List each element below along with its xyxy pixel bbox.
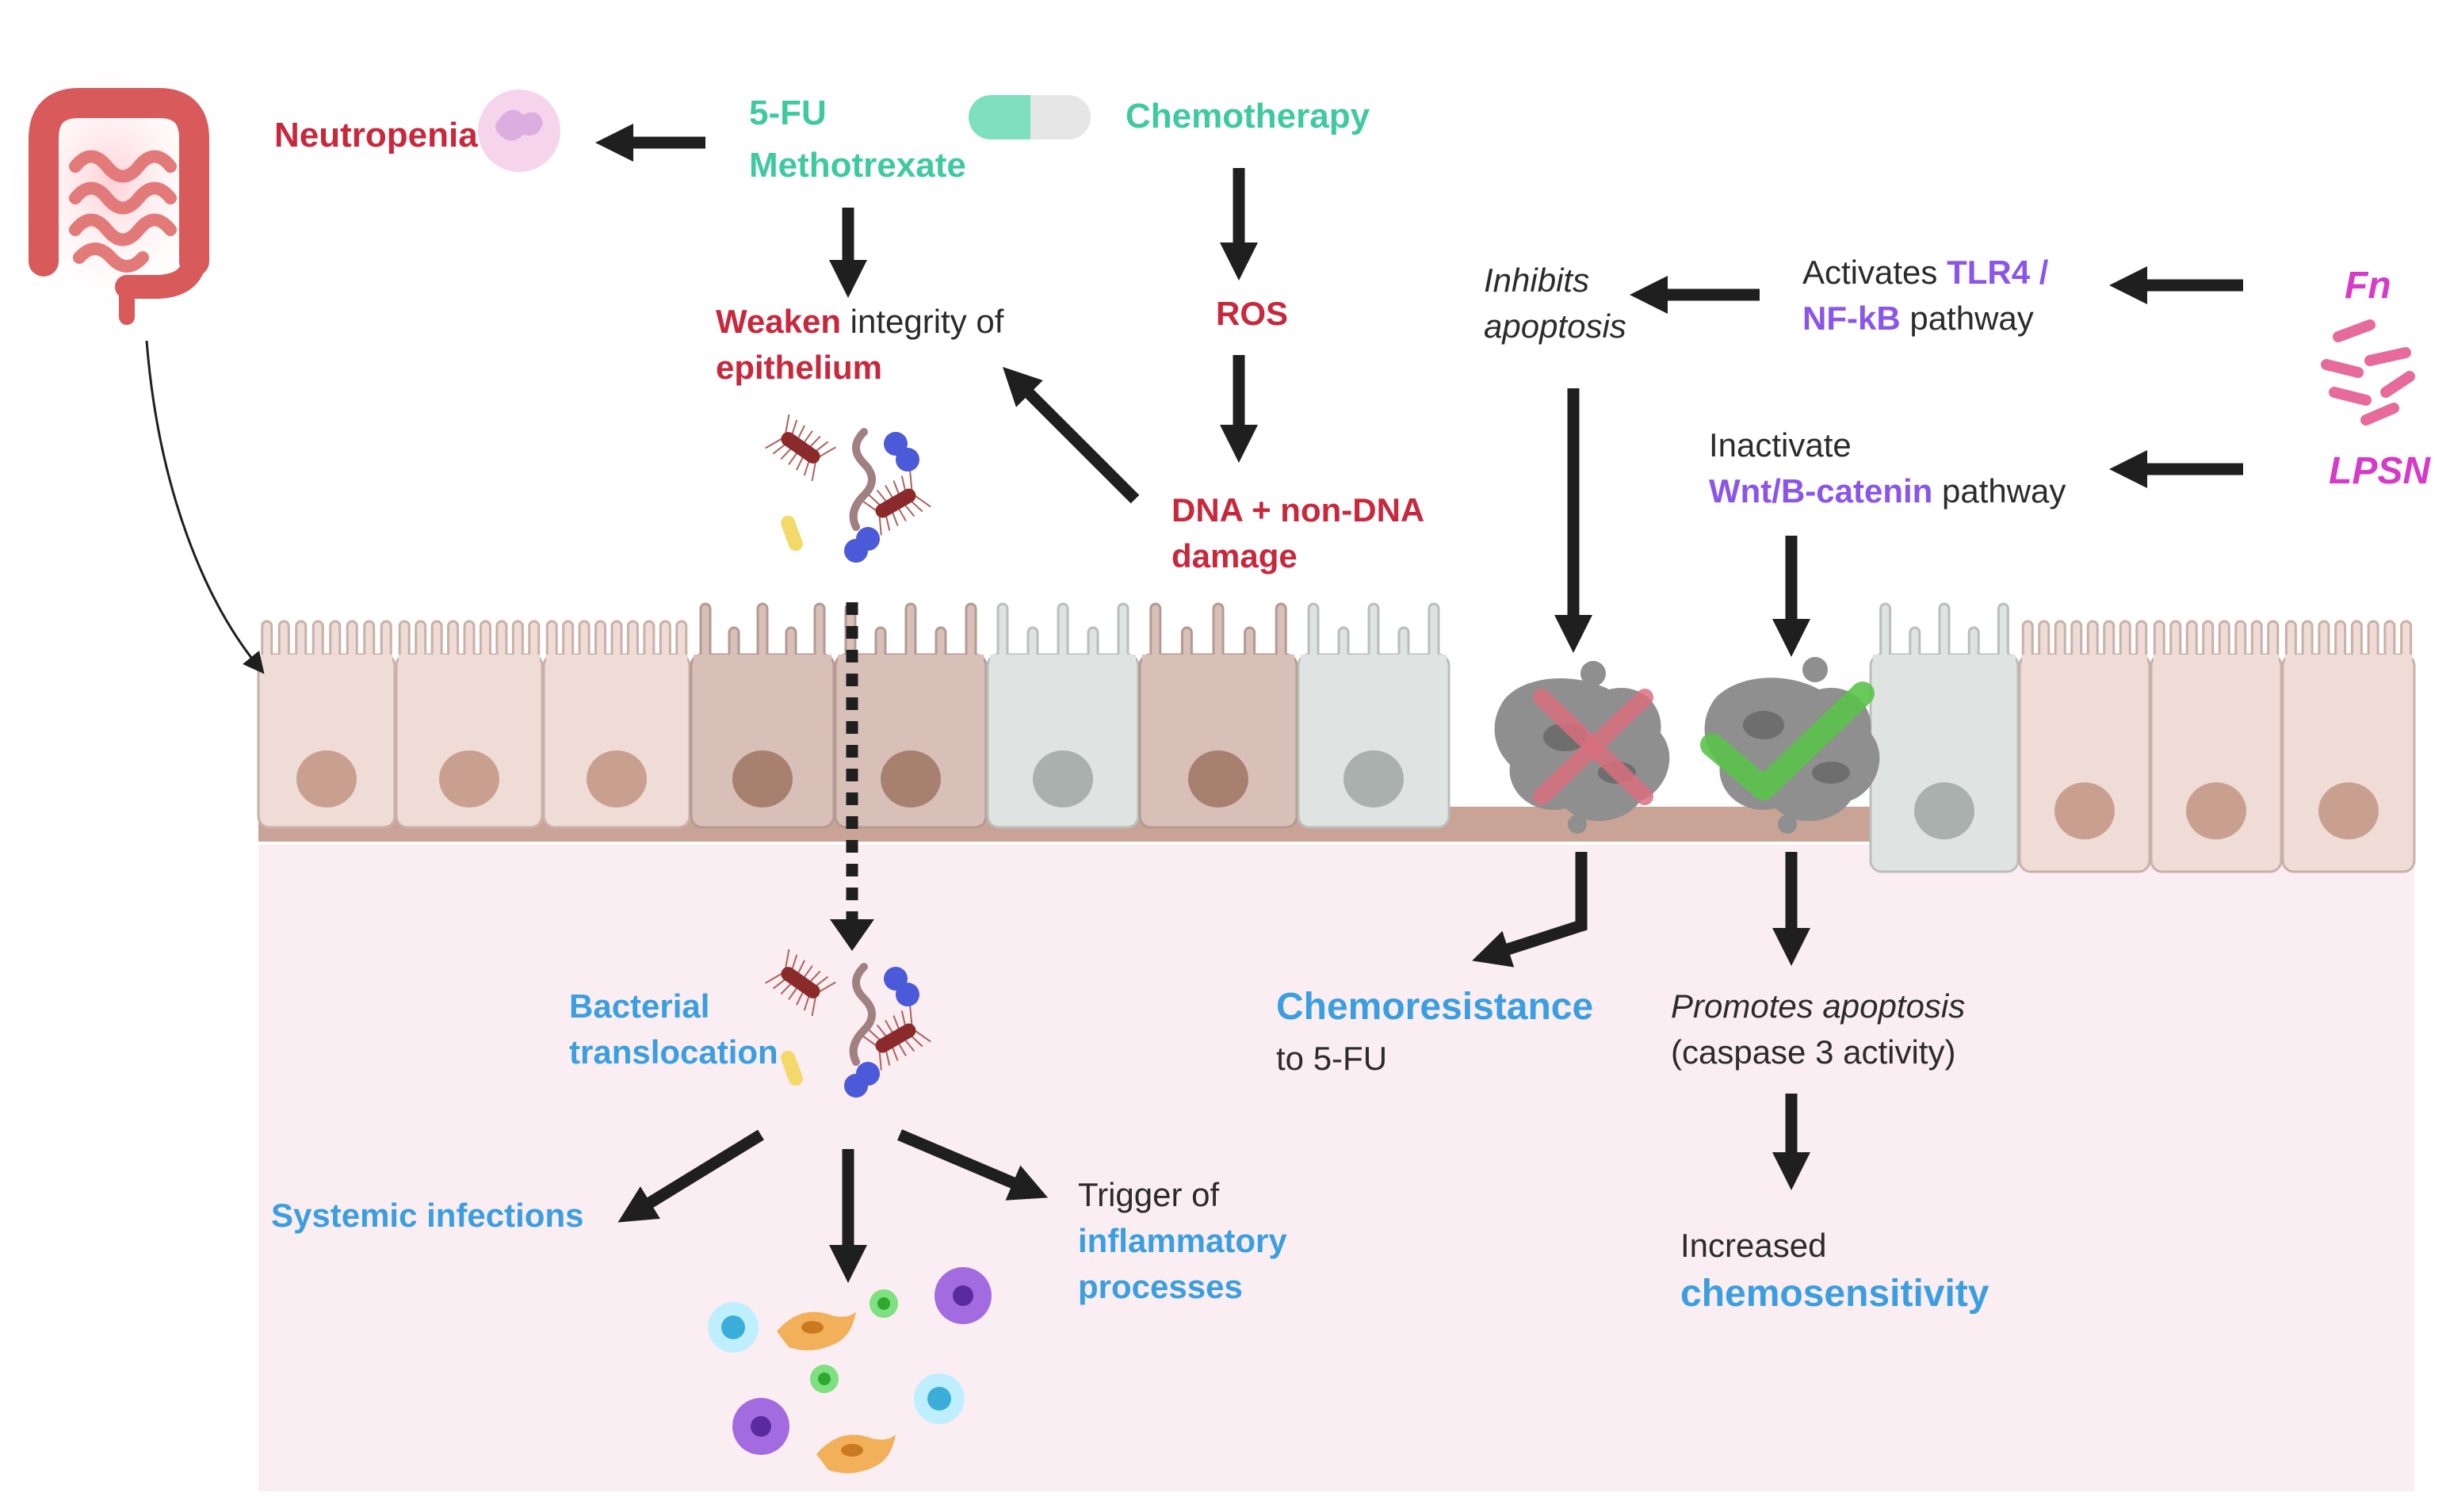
cell-nucleus	[1188, 750, 1248, 808]
neutropenia-label: Neutropenia	[274, 116, 478, 155]
bacterial-translocation-label: Bacterial	[569, 987, 710, 1025]
epithelium-word: epithelium	[716, 349, 883, 386]
epithelial-cell	[395, 620, 544, 829]
dna-damage-label-2: damage	[1171, 537, 1298, 575]
immune-cells-icon	[708, 1267, 992, 1473]
drug-methotrexate-label: Methotrexate	[749, 146, 966, 185]
to-5fu-label: to 5-FU	[1276, 1040, 1388, 1077]
weaken-integrity-label: Weaken integrity of	[716, 301, 1003, 342]
cell-nucleus	[587, 750, 647, 808]
rod-bacterium	[860, 1006, 931, 1071]
nfkb-pathway-label: NF-kB pathway	[1802, 298, 2034, 338]
weaken-rest: integrity of	[840, 303, 1004, 340]
check-mark-icon	[1700, 682, 1875, 800]
coccus-bacterium	[856, 1062, 880, 1086]
bacteria-cluster	[765, 414, 931, 563]
spiral-bacterium	[849, 963, 876, 1066]
epithelium-cells	[257, 602, 2416, 873]
activates-pre: Activates	[1802, 254, 1947, 291]
trigger-label: Trigger of	[1078, 1176, 1220, 1213]
epithelial-cell	[986, 602, 1140, 829]
nfkb-highlight: NF-kB	[1802, 300, 1901, 337]
coccus-bacterium	[856, 527, 880, 551]
chemoresistance-label: Chemoresistance	[1276, 986, 1594, 1028]
inhibits-apoptosis-label: Inhibits	[1484, 262, 1590, 299]
bacteria-icon	[765, 414, 931, 1098]
coccus-bacterium	[896, 448, 919, 472]
tlr4-highlight: TLR4 /	[1947, 254, 2049, 291]
epithelial-cell	[834, 602, 988, 829]
systemic-infections-label: Systemic infections	[271, 1197, 584, 1234]
cell-nucleus	[1033, 750, 1093, 808]
epithelial-cell	[257, 620, 396, 829]
colon-icon	[0, 48, 222, 325]
weaken-word: Weaken	[716, 303, 841, 340]
epithelial-cell	[690, 602, 835, 829]
activates-tlr4-label: Activates TLR4 /	[1802, 252, 2048, 292]
inflammatory-label: inflammatory	[1078, 1222, 1287, 1259]
increased-label: Increased	[1680, 1227, 1827, 1264]
bacteria-cluster	[765, 949, 931, 1098]
yellow-bacterium	[781, 515, 803, 552]
dna-damage-label: DNA + non-DNA	[1171, 491, 1425, 529]
cross-mark-icon	[1533, 689, 1653, 805]
bacteria-icon	[2321, 319, 2415, 426]
rod-bacterium	[765, 414, 836, 482]
translocation-dotted-arrow	[830, 602, 874, 951]
cell-nucleus	[881, 750, 941, 808]
ros-label: ROS	[1216, 295, 1289, 332]
yellow-bacterium	[781, 1050, 803, 1086]
epithelial-cell	[542, 620, 691, 829]
lamina-propria-background	[258, 845, 2414, 1491]
chemosensitivity-label: chemosensitivity	[1680, 1273, 1989, 1315]
lpsn-label: LPSN	[2329, 450, 2431, 492]
cell-nucleus	[1343, 750, 1404, 808]
caspase-label: (caspase 3 activity)	[1671, 1033, 1956, 1071]
epithelial-cell	[1297, 602, 1451, 829]
epithelial-cell	[2150, 620, 2283, 873]
promotes-apoptosis-label: Promotes apoptosis	[1671, 987, 1966, 1025]
cell-nucleus	[2054, 782, 2115, 840]
spiral-bacterium	[849, 428, 876, 531]
cell-nucleus	[2318, 782, 2379, 840]
cell-nucleus	[296, 750, 357, 808]
wnt-pathway-label: Wnt/B-catenin pathway	[1709, 471, 2066, 511]
rod-bacterium	[765, 949, 836, 1017]
to-systemic-arrow	[617, 1129, 764, 1223]
inhibits-apoptosis-label-2: apoptosis	[1484, 307, 1626, 345]
inactivate-label: Inactivate	[1709, 426, 1852, 464]
rod-bacterium	[860, 471, 931, 536]
to-inflammatory-arrow	[897, 1129, 1049, 1201]
drug-5fu-label: 5-FU	[749, 94, 827, 132]
cell-nucleus	[439, 750, 499, 808]
neutrophil-icon	[478, 90, 560, 172]
processes-label: processes	[1078, 1268, 1243, 1305]
epithelial-cell	[1869, 602, 2020, 873]
chemotherapy-label: Chemotherapy	[1126, 97, 1370, 136]
nfkb-post: pathway	[1900, 300, 2034, 337]
epithelial-cell	[2018, 620, 2151, 873]
cell-nucleus	[732, 750, 793, 808]
cell-to-chemoresistance-arrow	[1472, 852, 1588, 968]
epithelial-cell	[1138, 602, 1298, 829]
cell-nucleus	[2186, 782, 2246, 840]
wnt-post: pathway	[1932, 472, 2066, 510]
epithelial-cell	[2281, 620, 2416, 873]
capsule-icon	[969, 95, 1091, 139]
coccus-bacterium	[896, 983, 919, 1006]
dna-to-weaken-arrow	[1003, 367, 1140, 504]
cell-nucleus	[1914, 782, 1974, 840]
fn-label: Fn	[2345, 265, 2391, 307]
colon-to-epithelium-arrow	[145, 340, 265, 674]
wnt-highlight: Wnt/B-catenin	[1709, 472, 1933, 510]
bacterial-translocation-label-2: translocation	[569, 1033, 778, 1071]
